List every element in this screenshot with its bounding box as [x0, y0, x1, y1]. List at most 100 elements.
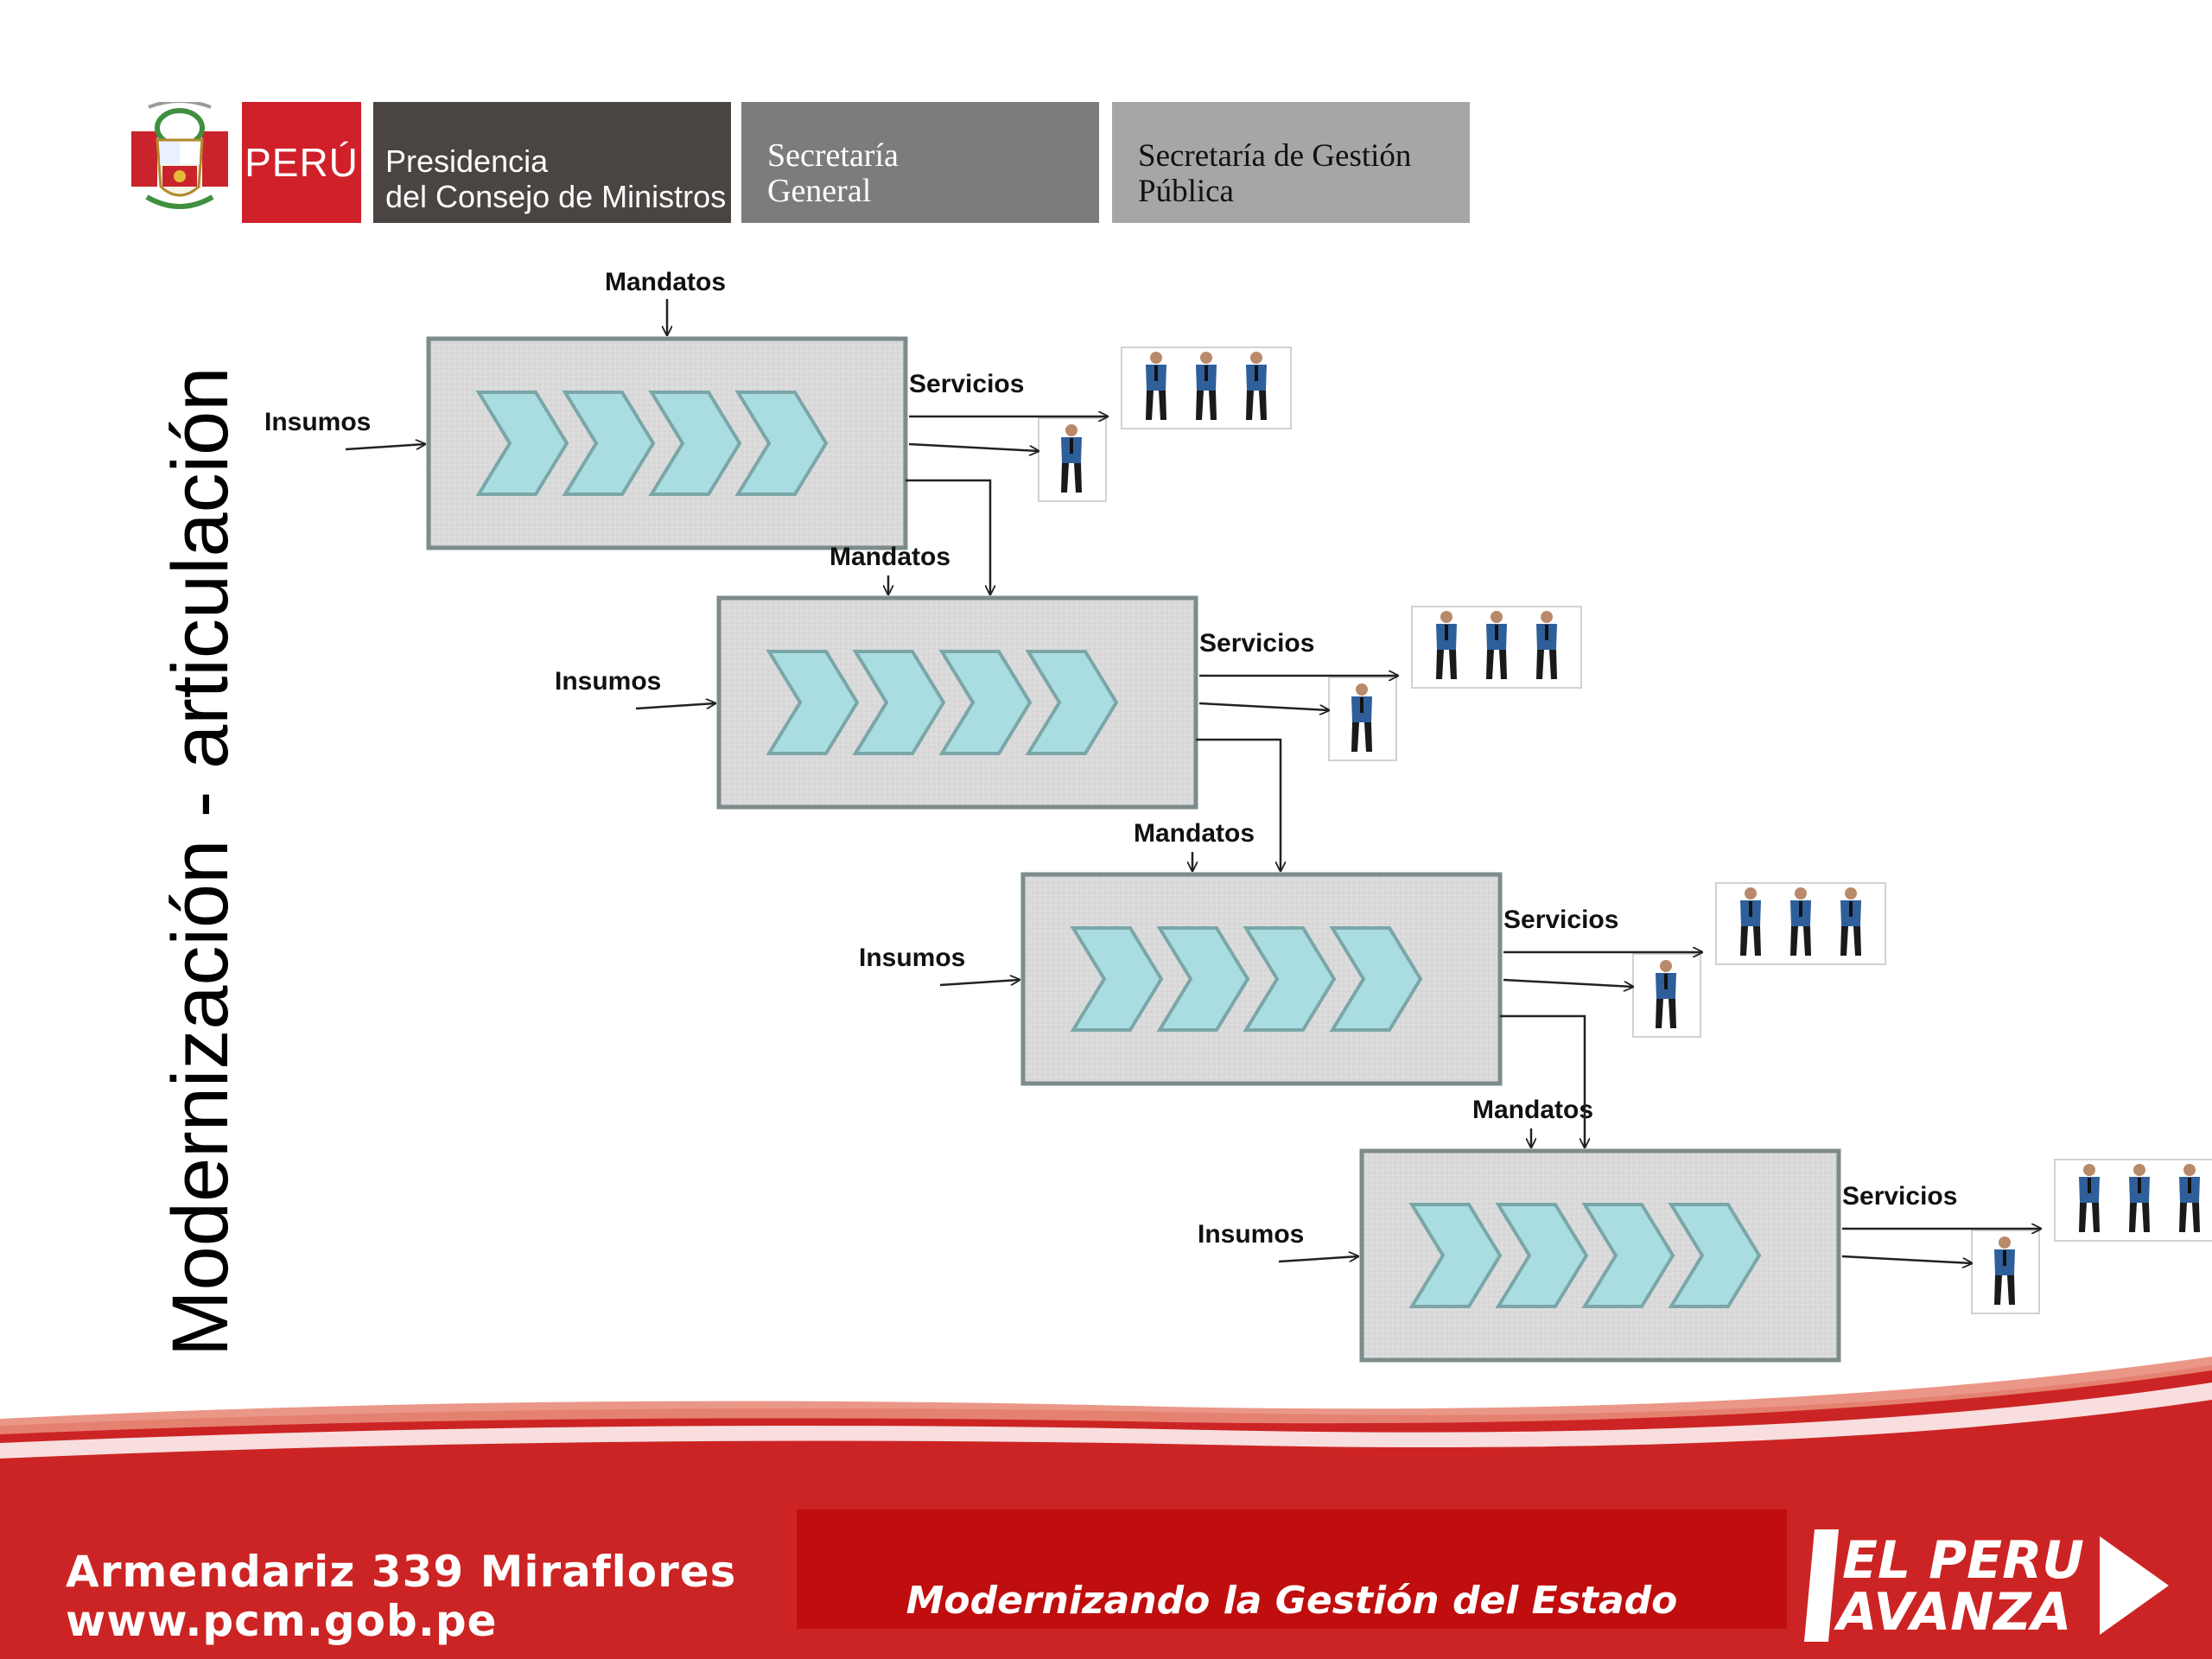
citizen-icon-single-4-legs	[1994, 1275, 2015, 1305]
process-diagram: InsumosMandatosServiciosInsumosMandatosS…	[264, 268, 2212, 1363]
chevron-2-1	[766, 650, 860, 755]
citizen-icon-group-2-3-head	[1541, 611, 1553, 623]
footer-slogan: Modernizando la Gestión del Estado	[906, 1579, 1678, 1623]
citizen-icon-group-1-2-head	[1200, 352, 1212, 364]
citizen-icon-single-1-tie	[1070, 438, 1073, 454]
sgp-line1: Secretaría de Gestión	[1138, 138, 1412, 174]
citizen-icon-group-2-3	[1536, 611, 1557, 679]
el-peru-avanza-logo: EL PERU AVANZA	[1804, 1529, 2169, 1643]
chevron-3-1	[1070, 926, 1164, 1032]
citizen-icon-group-2-1	[1436, 611, 1457, 679]
citizen-icon-single-3-legs	[1656, 999, 1676, 1028]
chevron-2-4	[1025, 650, 1119, 755]
citizen-icon-group-3-2-head	[1795, 887, 1807, 899]
servicios-arrow-single-4	[1841, 1255, 1972, 1263]
citizen-icon-single-4-head	[1999, 1236, 2011, 1249]
insumos-arrow-4	[1278, 1256, 1358, 1263]
chevron-4-1	[1408, 1203, 1503, 1308]
chevron-3-2	[1156, 926, 1250, 1032]
citizen-icon-group-4-2-legs	[2129, 1203, 2150, 1232]
citizen-icon-group-1-1-tie	[1154, 365, 1158, 381]
mandatos-label-3: Mandatos	[1134, 819, 1255, 848]
citizen-icon-single-3-tie	[1664, 974, 1668, 989]
citizen-icon-group-3-1-tie	[1749, 901, 1752, 917]
process-level-3	[1020, 872, 1886, 1086]
citizen-icon-group-4-2	[2129, 1164, 2150, 1232]
sg-line1: Secretaría	[767, 137, 899, 174]
citizen-icon-group-3-3-head	[1845, 887, 1857, 899]
citizen-icon-group-4-1	[2079, 1164, 2100, 1232]
chevron-3-3	[1243, 926, 1337, 1032]
chevron-4-4	[1668, 1203, 1762, 1308]
footer-website[interactable]: www.pcm.gob.pe	[66, 1596, 498, 1646]
slogan-background	[797, 1510, 1787, 1629]
servicios-label-2: Servicios	[1199, 629, 1314, 658]
chevron-2-3	[938, 650, 1033, 755]
coat-of-arms-icon	[131, 102, 228, 209]
sg-box: Secretaría General	[741, 102, 1099, 223]
process-box-1	[426, 336, 908, 550]
servicios-arrow-single-1	[908, 442, 1039, 451]
citizen-icon-group-3-1-head	[1745, 887, 1757, 899]
citizen-icon-group-2-3-legs	[1536, 650, 1557, 679]
citizen-icon-single-1-head	[1065, 424, 1077, 436]
citizen-icon-group-3-2	[1790, 887, 1811, 956]
sgp-box: Secretaría de Gestión Pública	[1112, 102, 1470, 223]
mandatos-label-2: Mandatos	[830, 543, 950, 571]
citizen-icon-group-4-2-head	[2133, 1164, 2145, 1176]
chevron-1-4	[734, 391, 829, 496]
pcm-line1: Presidencia	[385, 143, 549, 179]
citizen-icon-group-3-3-tie	[1849, 901, 1853, 917]
citizen-icon-group-4-3-head	[2183, 1164, 2196, 1176]
process-box-3	[1020, 872, 1503, 1086]
insumos-arrow-2	[635, 703, 715, 710]
chevron-4-3	[1581, 1203, 1675, 1308]
citizen-icon-group-1-1-head	[1150, 352, 1162, 364]
process-level-4	[1359, 1148, 2212, 1363]
footer-address: Armendariz 339 Miraflores	[66, 1547, 737, 1597]
process-level-1	[426, 336, 1292, 550]
servicios-arrow-single-3	[1503, 978, 1633, 987]
citizen-icon-group-3-1	[1740, 887, 1761, 956]
insumos-label-4: Insumos	[1198, 1220, 1304, 1249]
servicios-label-4: Servicios	[1842, 1182, 1957, 1211]
process-box-2	[716, 595, 1198, 810]
cascade-arrow-1	[906, 479, 990, 594]
citizen-icon-single-2-head	[1356, 683, 1368, 696]
citizen-icon-group-2-2	[1486, 611, 1507, 679]
citizen-icon-single-3	[1656, 960, 1676, 1028]
peru-label: PERÚ	[245, 140, 359, 185]
citizen-icon-group-1-3-tie	[1255, 365, 1258, 381]
citizen-icon-group-2-1-head	[1440, 611, 1452, 623]
process-box-4	[1359, 1148, 1841, 1363]
citizen-icon-group-3-2-tie	[1799, 901, 1802, 917]
sg-line2: General	[767, 173, 872, 209]
citizen-icon-group-3-2-legs	[1790, 926, 1811, 956]
logo-text-1: EL PERU	[1842, 1530, 2084, 1591]
servicios-label-1: Servicios	[909, 370, 1024, 398]
chevron-3-4	[1329, 926, 1423, 1032]
citizen-icon-single-3-head	[1660, 960, 1672, 972]
insumos-label-1: Insumos	[264, 408, 371, 436]
chevron-1-1	[475, 391, 569, 496]
chevron-1-3	[648, 391, 742, 496]
insumos-label-2: Insumos	[555, 667, 661, 696]
servicios-label-3: Servicios	[1503, 906, 1618, 934]
citizen-icon-single-2-tie	[1360, 697, 1363, 713]
citizen-icon-group-2-3-tie	[1545, 625, 1548, 640]
citizen-icon-group-4-3	[2179, 1164, 2200, 1232]
citizen-icon-group-2-1-legs	[1436, 650, 1457, 679]
citizen-icon-group-1-2-legs	[1196, 391, 1217, 420]
cascade-arrow-2	[1196, 738, 1281, 871]
citizen-icon-group-3-3	[1840, 887, 1861, 956]
citizen-icon-group-3-1-legs	[1740, 926, 1761, 956]
citizen-icon-group-2-2-tie	[1495, 625, 1498, 640]
citizen-icon-group-1-3	[1246, 352, 1267, 420]
citizen-icon-group-4-1-tie	[2088, 1178, 2091, 1193]
citizen-icon-single-1	[1061, 424, 1082, 493]
citizen-icon-group-1-2	[1196, 352, 1217, 420]
chevron-2-2	[852, 650, 946, 755]
citizen-icon-group-4-1-legs	[2079, 1203, 2100, 1232]
chevron-1-2	[562, 391, 656, 496]
citizen-icon-group-4-3-tie	[2188, 1178, 2191, 1193]
